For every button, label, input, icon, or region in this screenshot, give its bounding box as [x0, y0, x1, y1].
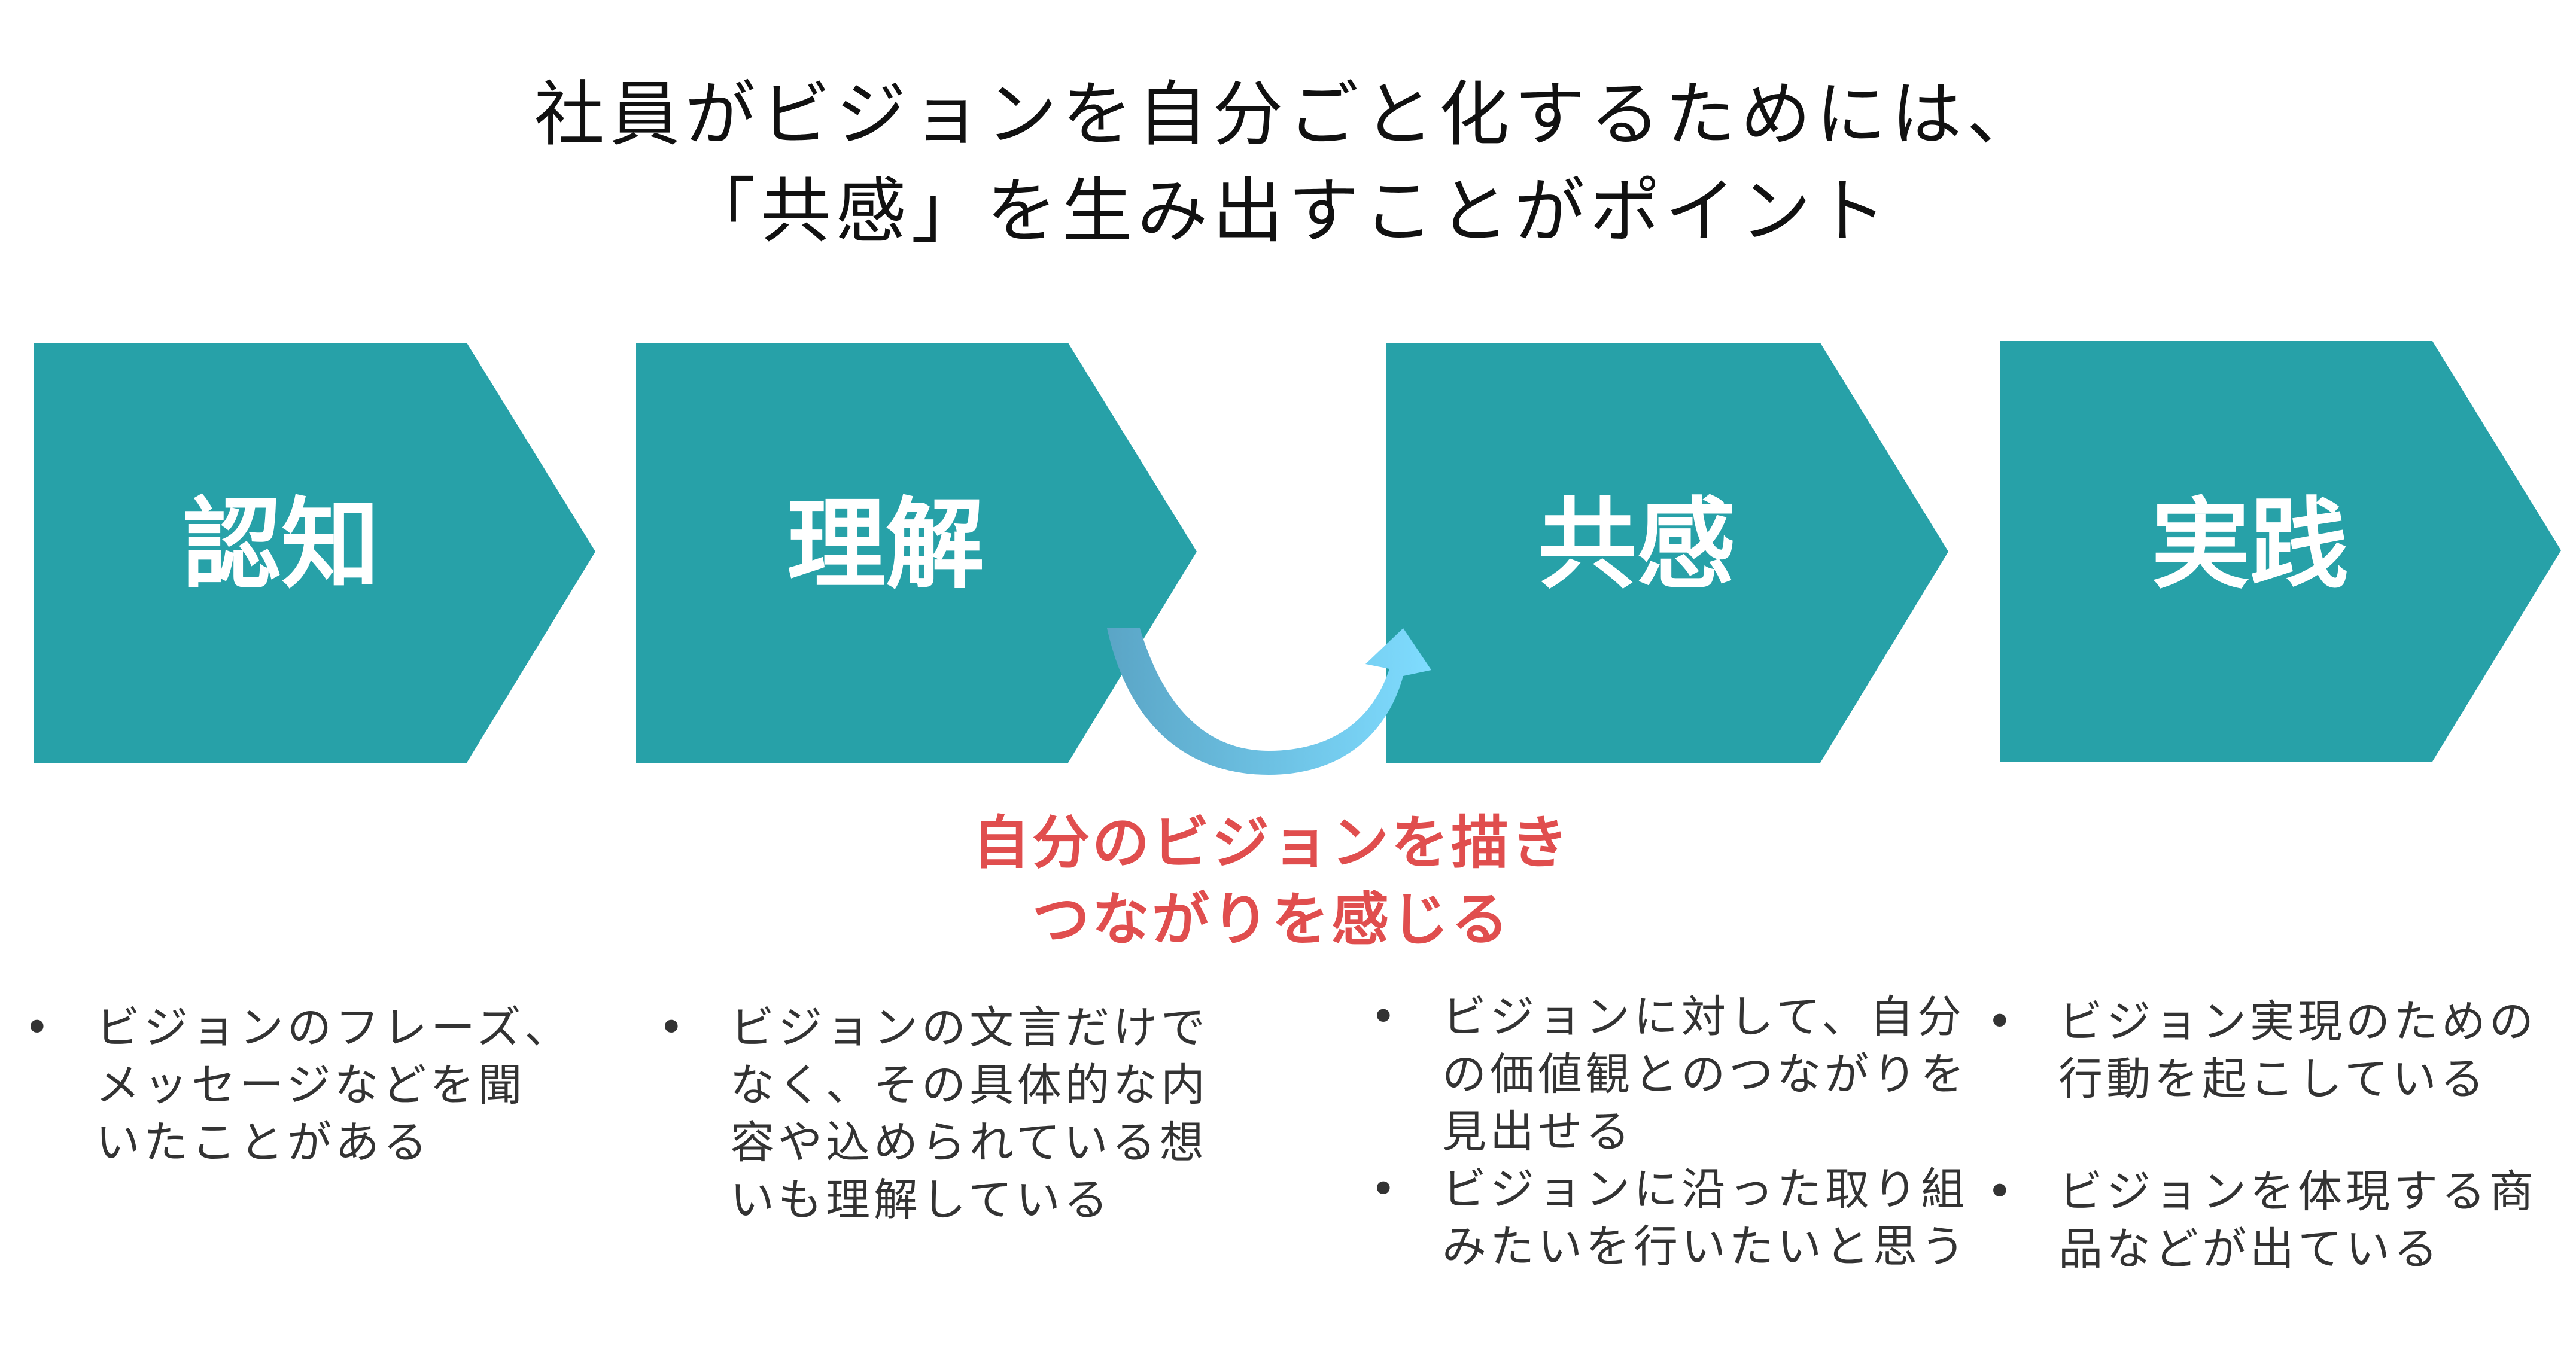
bullet-icon: •	[1987, 996, 2017, 1048]
list-item: • ビジョンに対して、自分 の価値観とのつながりを 見出せる	[1370, 988, 1969, 1161]
item-line: いも理解している	[730, 1174, 1112, 1226]
item-line: 品などが出ている	[2058, 1223, 2441, 1275]
bullet-icon: •	[24, 1002, 54, 1054]
bullet-icon: •	[1370, 1164, 1400, 1215]
title-line-2: 「共感」を生み出すことがポイント	[685, 170, 1891, 252]
callout-line-1: 自分のビジョンを描き	[972, 809, 1571, 876]
item-line: ビジョン実現のための	[2058, 996, 2537, 1048]
item-line: ビジョンのフレーズ、	[96, 1002, 573, 1054]
stage-chevron-2: 理解	[636, 343, 1197, 763]
bullet-list: • ビジョンに対して、自分 の価値観とのつながりを 見出せる • ビジョンに沿っ…	[1370, 988, 1969, 1275]
list-item: • ビジョンのフレーズ、 メッセージなどを聞 いたことがある	[24, 999, 572, 1171]
title-line-1: 社員がビジョンを自分ごと化するためには、	[534, 73, 2042, 156]
list-item: • ビジョンを体現する商 品などが出ている	[1987, 1163, 2537, 1278]
bullet-list: • ビジョンのフレーズ、 メッセージなどを聞 いたことがある	[24, 999, 572, 1171]
column-empathy: • ビジョンに対して、自分 の価値観とのつながりを 見出せる • ビジョンに沿っ…	[1370, 988, 1969, 1275]
bullet-icon: •	[1987, 1166, 2017, 1217]
bullet-icon: •	[658, 1002, 688, 1054]
item-line: の価値観とのつながりを	[1442, 1049, 1969, 1100]
item-line: 見出せる	[1442, 1106, 1634, 1158]
bullet-icon: •	[1370, 991, 1400, 1043]
item-line: ビジョンを体現する商	[2058, 1166, 2537, 1217]
curved-arrow-icon	[1107, 628, 1431, 775]
stage-chevron-1: 認知	[34, 343, 595, 763]
item-line: ビジョンに沿った取り組	[1442, 1164, 1969, 1215]
stage-label-3: 共感	[1538, 487, 1735, 602]
stage-chevron-3: 共感	[1386, 343, 1948, 763]
item-line: なく、その具体的な内	[730, 1059, 1209, 1111]
item-line: ビジョンの文言だけで	[730, 1002, 1209, 1054]
stage-label-1: 認知	[183, 487, 380, 602]
list-item: • ビジョンに沿った取り組 みたいを行いたいと思う	[1370, 1161, 1969, 1275]
bullet-list: • ビジョンの文言だけで なく、その具体的な内 容や込められている想 いも理解し…	[658, 999, 1209, 1229]
callout-text: 自分のビジョンを描き つながりを感じる	[778, 805, 1765, 958]
stage-label-4: 実践	[2151, 487, 2349, 602]
item-line: メッセージなどを聞	[96, 1059, 526, 1111]
page-title: 社員がビジョンを自分ごと化するためには、 「共感」を生み出すことがポイント	[0, 66, 2576, 260]
item-line: 容や込められている想	[730, 1117, 1208, 1168]
bullet-list: • ビジョン実現のための 行動を起こしている • ビジョンを体現する商 品などが…	[1987, 993, 2537, 1278]
stage-label-2: 理解	[787, 487, 984, 602]
column-practice: • ビジョン実現のための 行動を起こしている • ビジョンを体現する商 品などが…	[1987, 993, 2537, 1333]
callout-line-2: つながりを感じる	[1032, 886, 1511, 953]
item-line: 行動を起こしている	[2058, 1054, 2488, 1105]
stage-chevron-4: 実践	[2000, 341, 2561, 762]
list-item: • ビジョン実現のための 行動を起こしている	[1987, 993, 2537, 1108]
item-line: いたことがある	[96, 1117, 431, 1168]
list-item: • ビジョンの文言だけで なく、その具体的な内 容や込められている想 いも理解し…	[658, 999, 1209, 1229]
item-line: みたいを行いたいと思う	[1442, 1221, 1969, 1272]
column-understanding: • ビジョンの文言だけで なく、その具体的な内 容や込められている想 いも理解し…	[658, 999, 1209, 1284]
item-line: ビジョンに対して、自分	[1442, 991, 1966, 1043]
column-awareness: • ビジョンのフレーズ、 メッセージなどを聞 いたことがある	[24, 999, 572, 1226]
